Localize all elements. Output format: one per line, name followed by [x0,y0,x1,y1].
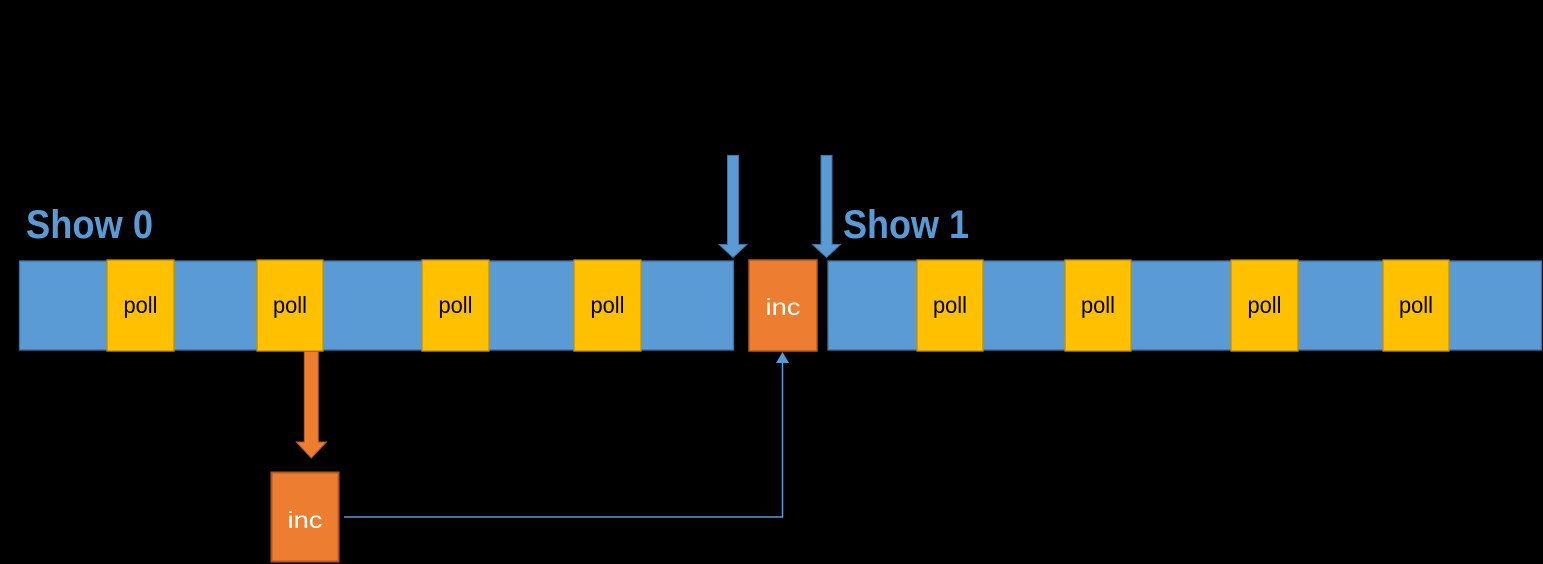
svg-text:Show 0: Show 0 [26,203,153,247]
svg-text:poll: poll [1399,292,1433,318]
svg-text:poll: poll [1081,292,1115,318]
svg-text:Show 1: Show 1 [843,203,969,247]
svg-text:poll: poll [933,292,967,318]
svg-text:poll: poll [591,292,625,318]
svg-text:inc: inc [766,294,801,320]
svg-text:inc: inc [288,507,323,533]
svg-text:poll: poll [1248,292,1282,318]
svg-text:poll: poll [273,292,307,318]
svg-text:poll: poll [124,292,158,318]
svg-text:poll: poll [439,292,473,318]
